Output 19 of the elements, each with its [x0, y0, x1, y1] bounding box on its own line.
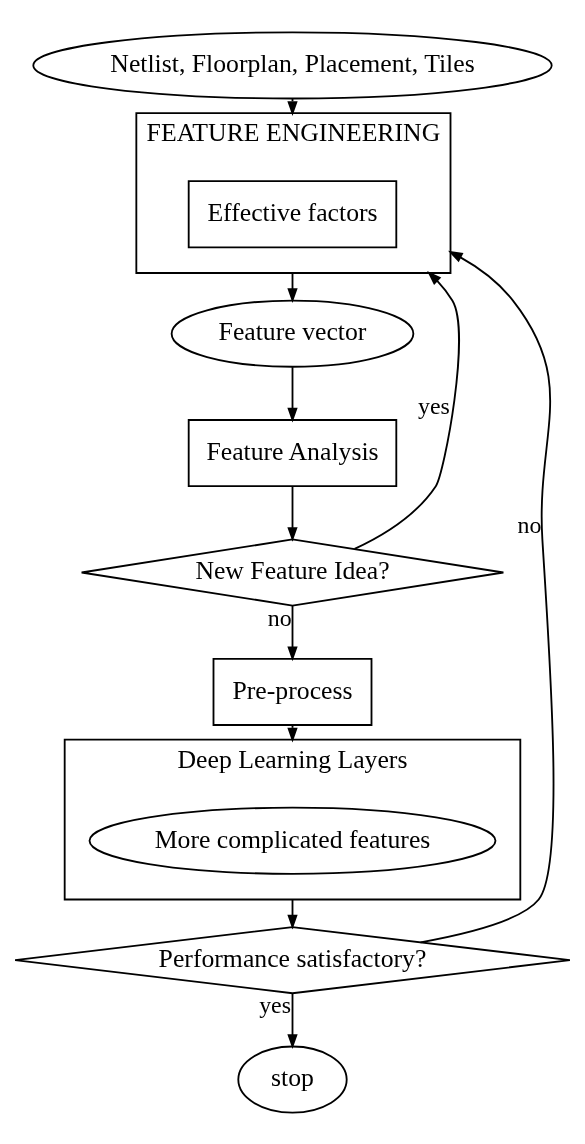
arrow — [287, 992, 298, 1049]
edge-label: yes — [418, 392, 450, 419]
node-diamond: Performance satisfactory? — [14, 925, 571, 994]
arrow — [287, 604, 298, 661]
arrow — [287, 365, 298, 422]
arrow — [419, 250, 555, 943]
node-box: Effective factors — [187, 179, 398, 248]
node-box: Feature Analysis — [187, 418, 398, 487]
node-box: Pre-process — [212, 657, 373, 726]
node-ellipse: More complicated features — [88, 806, 497, 875]
node-ellipse: stop — [237, 1045, 348, 1114]
node-diamond: New Feature Idea? — [80, 538, 505, 606]
edge-label: yes — [259, 991, 291, 1018]
edge-label: no — [267, 604, 292, 631]
arrow — [353, 270, 460, 550]
node-ellipse: Netlist, Floorplan, Placement, Tiles — [32, 30, 553, 99]
arrow — [287, 485, 298, 542]
node-ellipse: Feature vector — [170, 299, 415, 368]
edge-label: no — [517, 511, 542, 538]
